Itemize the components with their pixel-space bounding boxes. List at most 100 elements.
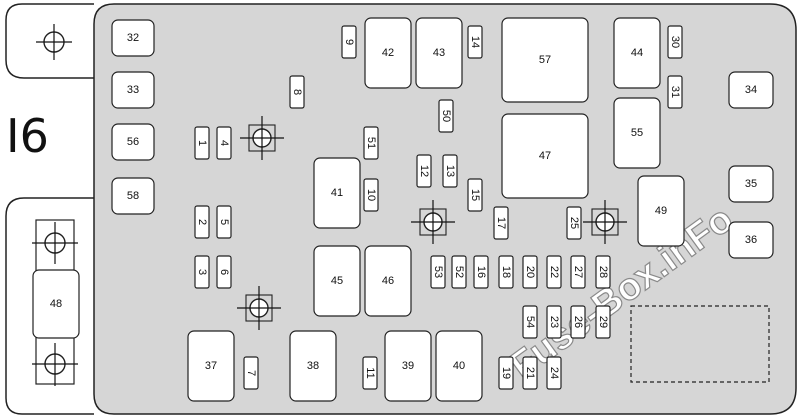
relay-58-label: 58 [127, 190, 139, 202]
relay-40: 40 [435, 330, 483, 402]
relay-48-body [32, 269, 80, 339]
fuse-1: 1 [194, 126, 210, 160]
fuse-8-body [289, 75, 305, 109]
housing-outline [5, 3, 94, 415]
fuse-22-body [546, 255, 562, 289]
relay-55: 55 [613, 97, 661, 169]
fuse-6-label: 6 [218, 269, 230, 275]
mount-point-1 [240, 116, 284, 160]
mount-point-top-left [36, 24, 72, 60]
fuse-29: 29 [595, 305, 611, 339]
fuse-19-body [498, 356, 514, 390]
relay-46-label: 46 [382, 275, 394, 287]
relay-42: 42 [364, 17, 412, 89]
fuse-4: 4 [216, 126, 232, 160]
fuse-15: 15 [467, 178, 483, 212]
fuse-6-body [216, 255, 232, 289]
fuse-14: 14 [467, 25, 483, 59]
fuse-21-body [522, 356, 538, 390]
fuse-10-body [363, 178, 379, 212]
fuse-29-label: 29 [597, 316, 609, 328]
fuse-28-body [595, 255, 611, 289]
fuse-30: 30 [667, 25, 683, 59]
relay-55-label: 55 [631, 127, 643, 139]
fuse-27-label: 27 [572, 266, 584, 278]
fuse-6: 6 [216, 255, 232, 289]
fuse-51-label: 51 [365, 137, 377, 149]
relay-39-body [384, 330, 432, 402]
fuse-5-body [216, 205, 232, 239]
relay-49-body [637, 175, 685, 247]
fuse-10: 10 [363, 178, 379, 212]
fuse-12-label: 12 [418, 165, 430, 177]
relay-33: 33 [111, 71, 155, 109]
fuse-27-body [570, 255, 586, 289]
fuse-19: 19 [498, 356, 514, 390]
fuse-13-label: 13 [444, 165, 456, 177]
relay-36: 36 [728, 221, 774, 259]
relay-44-label: 44 [631, 47, 643, 59]
relay-37-body [187, 330, 235, 402]
fuse-26-label: 26 [572, 316, 584, 328]
fuse-12-body [416, 154, 432, 188]
fuse-11: 11 [362, 356, 378, 390]
fuse-54: 54 [522, 305, 538, 339]
relay-57-body [501, 17, 589, 103]
relay-56-label: 56 [127, 136, 139, 148]
fuse-18-body [498, 255, 514, 289]
relay-55-body [613, 97, 661, 169]
relay-44: 44 [613, 17, 661, 89]
fuse-16: 16 [473, 255, 489, 289]
relay-35: 35 [728, 165, 774, 203]
mount-point-4 [237, 286, 281, 330]
relay-42-body [364, 17, 412, 89]
relay-35-body [728, 165, 774, 203]
relay-49-label: 49 [655, 205, 667, 217]
relay-38-body [289, 330, 337, 402]
relay-41-label: 41 [331, 187, 343, 199]
relay-43: 43 [415, 17, 463, 89]
relay-32-label: 32 [127, 32, 139, 44]
relay-57-label: 57 [539, 54, 551, 66]
fuse-53: 53 [430, 255, 446, 289]
fuse-48-mount [32, 219, 78, 386]
relay-34-label: 34 [745, 84, 757, 96]
relay-56: 56 [111, 123, 155, 161]
fuse-53-label: 53 [432, 266, 444, 278]
relay-45-label: 45 [331, 275, 343, 287]
relay-38: 38 [289, 330, 337, 402]
fuse-14-label: 14 [469, 36, 481, 48]
relay-40-body [435, 330, 483, 402]
fuse-26: 26 [570, 305, 586, 339]
fuse-22: 22 [546, 255, 562, 289]
relay-39: 39 [384, 330, 432, 402]
relay-38-label: 38 [307, 360, 319, 372]
fuse-3-label: 3 [196, 269, 208, 275]
fuse-31-label: 31 [669, 86, 681, 98]
fuse-2-label: 2 [196, 219, 208, 225]
relay-35-label: 35 [745, 178, 757, 190]
relay-36-label: 36 [745, 234, 757, 246]
fuse-16-body [473, 255, 489, 289]
fuse-13-body [442, 154, 458, 188]
relay-42-label: 42 [382, 47, 394, 59]
fuse-15-label: 15 [469, 189, 481, 201]
fuse-52: 52 [451, 255, 467, 289]
relay-33-label: 33 [127, 84, 139, 96]
fuse-15-body [467, 178, 483, 212]
fuse-54-body [522, 305, 538, 339]
mount-point-2 [411, 200, 455, 244]
relay-45-body [313, 245, 361, 317]
fuse-27: 27 [570, 255, 586, 289]
fuse-25-body [566, 206, 582, 240]
fuse-7-label: 7 [245, 370, 257, 376]
fuse-1-label: 1 [196, 140, 208, 146]
relay-32-body [111, 19, 155, 57]
relay-58-body [111, 177, 155, 215]
fuse-17-body [493, 206, 509, 240]
relay-41: 41 [313, 157, 361, 229]
fuse-18-label: 18 [500, 266, 512, 278]
fuse-21: 21 [522, 356, 538, 390]
mount-point-3 [583, 200, 627, 244]
relay-47-label: 47 [539, 150, 551, 162]
